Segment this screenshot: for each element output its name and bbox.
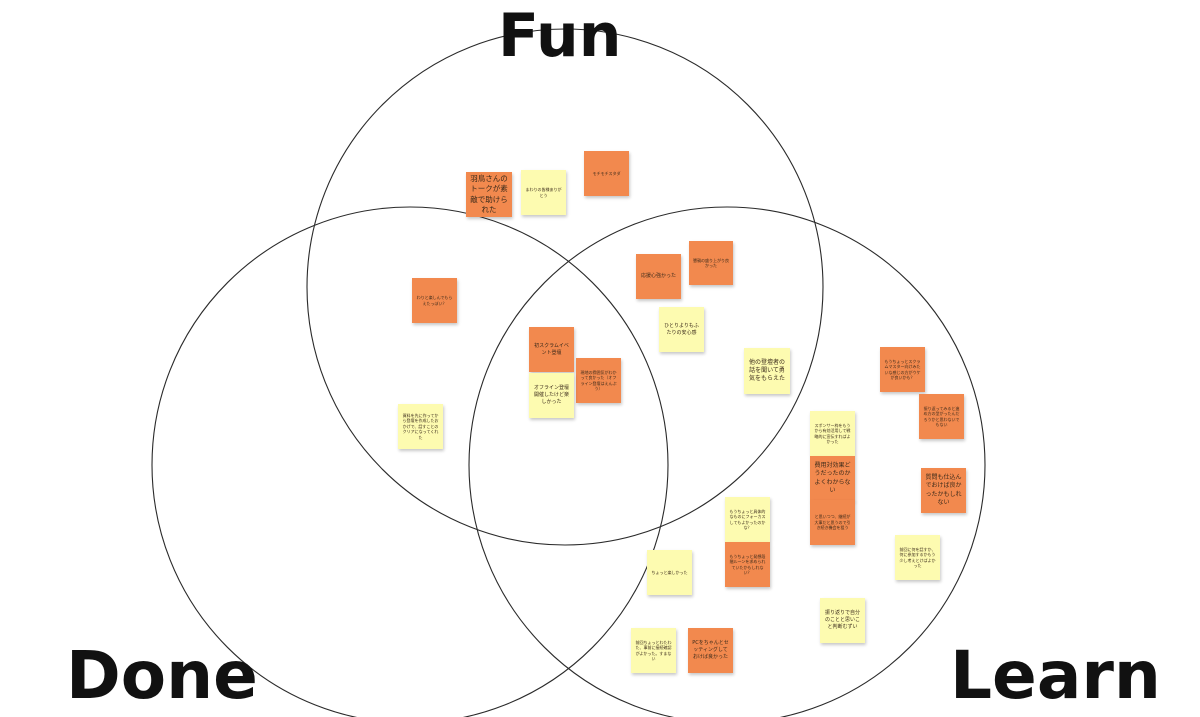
sticky-note[interactable]: もうちょっと発想段階ルーンを求められていたかもしれない？ bbox=[725, 542, 770, 587]
sticky-note[interactable]: ちょっと楽しかった bbox=[647, 550, 692, 595]
fun-circle bbox=[306, 28, 824, 546]
sticky-note[interactable]: オフライン登壇開催したけど楽しかった bbox=[529, 373, 574, 418]
sticky-note[interactable]: スポンサー枠をもうから有効活用して戦略的に宣伝すればよかった bbox=[810, 411, 855, 456]
sticky-note[interactable]: 応援心強かった bbox=[636, 254, 681, 299]
sticky-note[interactable]: 費用対効果どうだったのかよくわからない bbox=[810, 456, 855, 501]
sticky-note[interactable]: 羽鳥さんのトークが素敵で助けられた bbox=[466, 172, 512, 217]
sticky-note[interactable]: 前回に何を話すか、何に参加するかもう少し考えとけばよかった bbox=[895, 535, 940, 580]
done-label: Done bbox=[66, 637, 258, 714]
sticky-note[interactable]: もうちょっと具体的なものにフォーカスしてもよかったのかな？ bbox=[725, 497, 770, 542]
sticky-note[interactable]: 他の登壇者の話を聞いて勇気をもらえた bbox=[744, 348, 790, 394]
sticky-note[interactable]: モチモチスタダ bbox=[584, 151, 629, 196]
sticky-note[interactable]: わりと楽しんでもらえたっぽい？ bbox=[412, 278, 457, 323]
sticky-note[interactable]: 前回ちょっとわたわた、事前に接続確認がよかった。すまない bbox=[631, 628, 676, 673]
sticky-note[interactable]: PCをちゃんとセッティングしておけば良かった bbox=[688, 628, 733, 673]
sticky-note[interactable]: 振り返りで自分のことと思いこと判断むずい bbox=[820, 598, 865, 643]
sticky-note[interactable]: 初スクラムイベント登壇 bbox=[529, 327, 574, 372]
sticky-note[interactable]: 質問も仕込んでおけば良かったかもしれない bbox=[921, 468, 966, 513]
sticky-note[interactable]: 懇親の盛り上がり良かった bbox=[689, 241, 733, 285]
sticky-note[interactable]: ひとりよりもふたりの安心感 bbox=[659, 307, 704, 352]
sticky-note[interactable]: 振り返ってみると進め方の型がったんだろうかと思わないでもない bbox=[919, 394, 964, 439]
sticky-note[interactable]: もうちょっとスクラムマスター向けみたいな感じの方がウケが良いかも？ bbox=[880, 347, 925, 392]
sticky-note[interactable]: と思いつつ、継続が大事だと思うので引き続き機会を狙う bbox=[810, 500, 855, 545]
learn-label: Learn bbox=[950, 637, 1161, 714]
sticky-note[interactable]: まわりの皆様ありがとう bbox=[521, 170, 566, 215]
sticky-note[interactable]: 資料を先に作ってから登壇を作成したおかげで、話すことのクリアになってくれた bbox=[398, 404, 443, 449]
done-circle bbox=[151, 206, 669, 717]
learn-circle bbox=[468, 206, 986, 717]
sticky-note[interactable]: 現地の雰囲気がわかって良かった（オフライン登壇はえんぷう） bbox=[576, 358, 621, 403]
fun-label: Fun bbox=[498, 1, 622, 71]
